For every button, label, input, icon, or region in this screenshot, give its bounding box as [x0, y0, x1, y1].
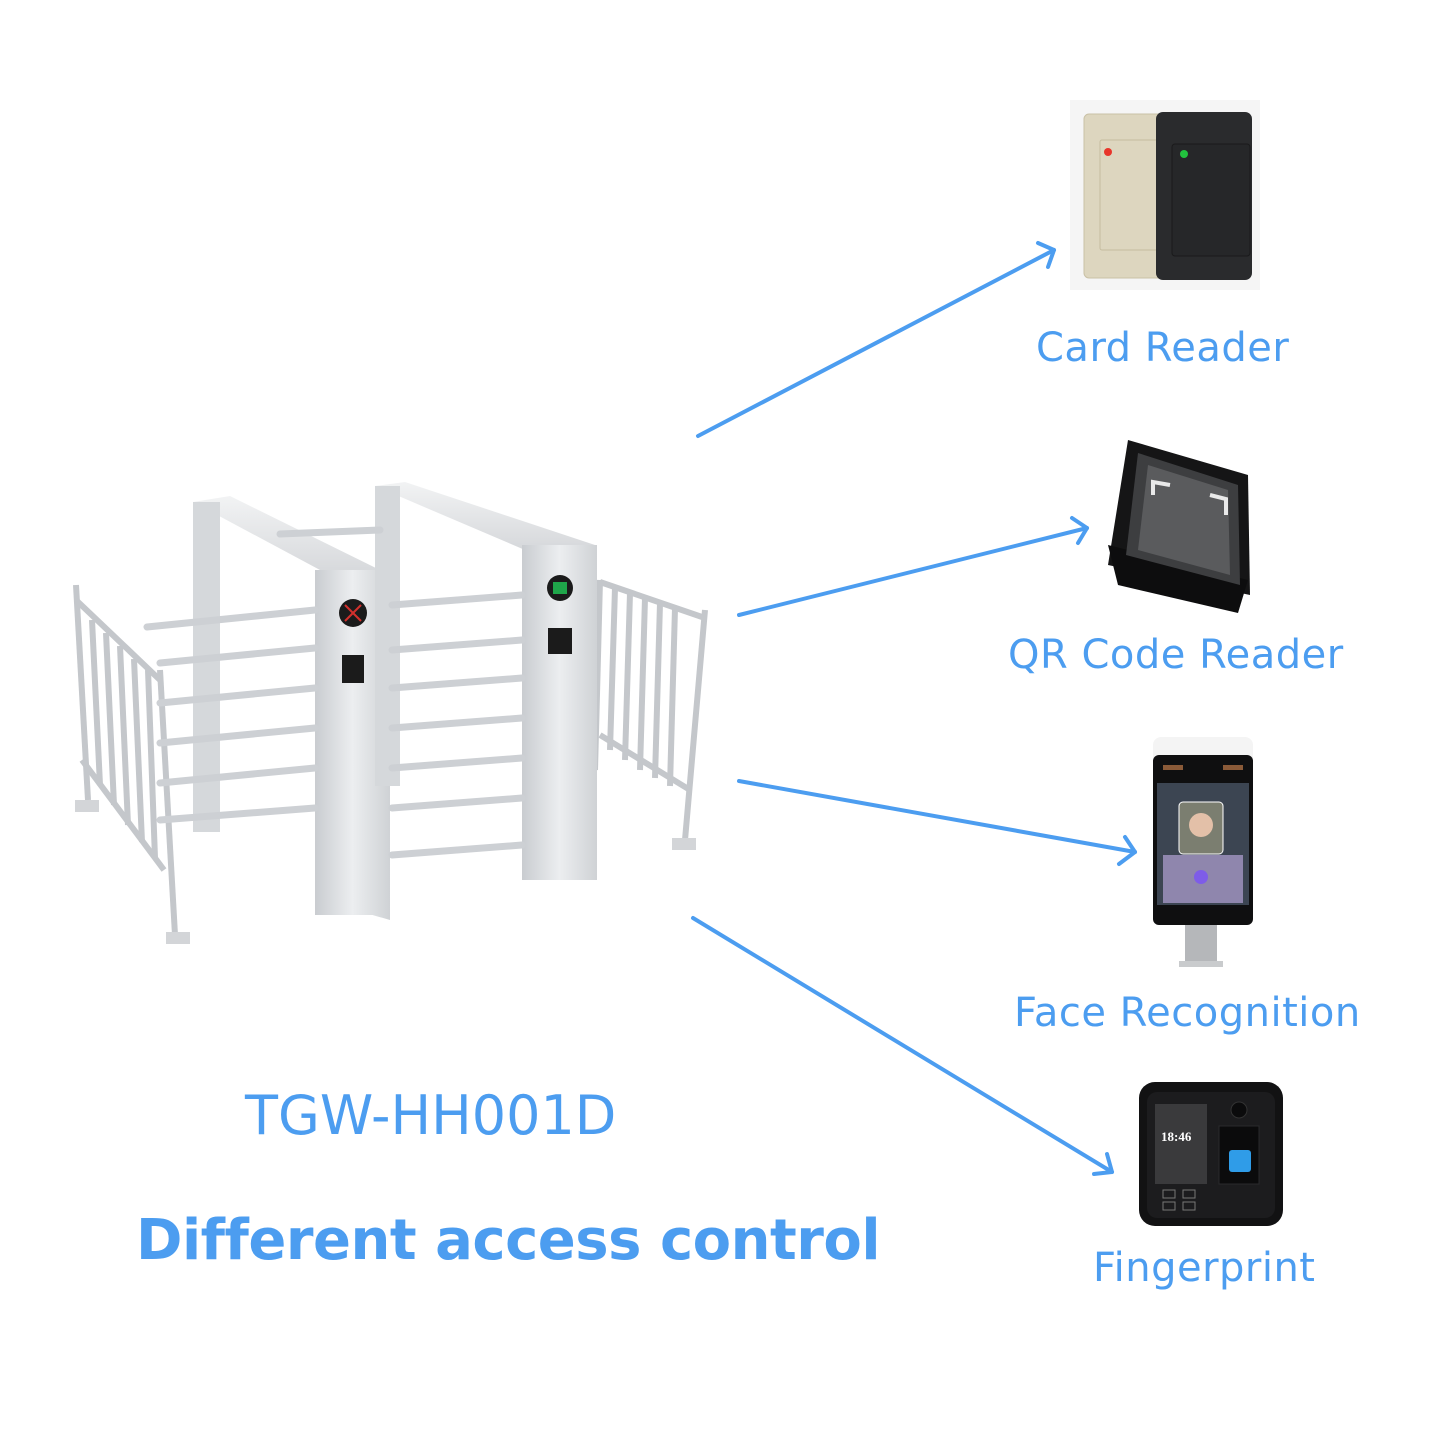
red-led-icon: [1104, 148, 1112, 156]
product-model: TGW-HH001D: [245, 1084, 617, 1147]
face-recognition-label: Face Recognition: [1014, 990, 1361, 1036]
arrow-to-card-reader: [696, 241, 1056, 438]
green-arrow-indicator: [547, 575, 573, 601]
terminal-clock: 18:46: [1161, 1129, 1192, 1144]
card-reader-image: [1070, 100, 1260, 290]
turnstile-image: [73, 482, 708, 944]
card-reader-panel-left: [342, 655, 364, 683]
fingerprint-sensor-icon: [1229, 1150, 1251, 1172]
check-icon: [1194, 870, 1208, 884]
qr-code-reader-image: [1098, 435, 1258, 615]
face-recognition-terminal-image: [1145, 725, 1267, 975]
qr-code-reader-label: QR Code Reader: [1008, 632, 1344, 678]
fence-foot: [672, 838, 696, 850]
arrow-to-face-recognition: [737, 779, 1137, 866]
card-reader-label: Card Reader: [1036, 325, 1290, 371]
red-x-indicator: [339, 599, 367, 627]
left-pillar: [193, 496, 390, 920]
fingerprint-terminal-image: 18:46: [1135, 1078, 1287, 1230]
fence-foot: [166, 932, 190, 944]
card-reader-panel-right: [548, 628, 572, 654]
left-fence: [73, 584, 178, 936]
headline: Different access control: [136, 1208, 881, 1273]
fingerprint-label: Fingerprint: [1093, 1245, 1316, 1291]
arrow-to-qr-reader: [737, 516, 1089, 617]
rotor-bars: [143, 526, 526, 859]
arrow-to-fingerprint: [691, 916, 1114, 1176]
fence-foot: [75, 800, 99, 812]
right-fence: [592, 579, 708, 841]
green-led-icon: [1180, 150, 1188, 158]
